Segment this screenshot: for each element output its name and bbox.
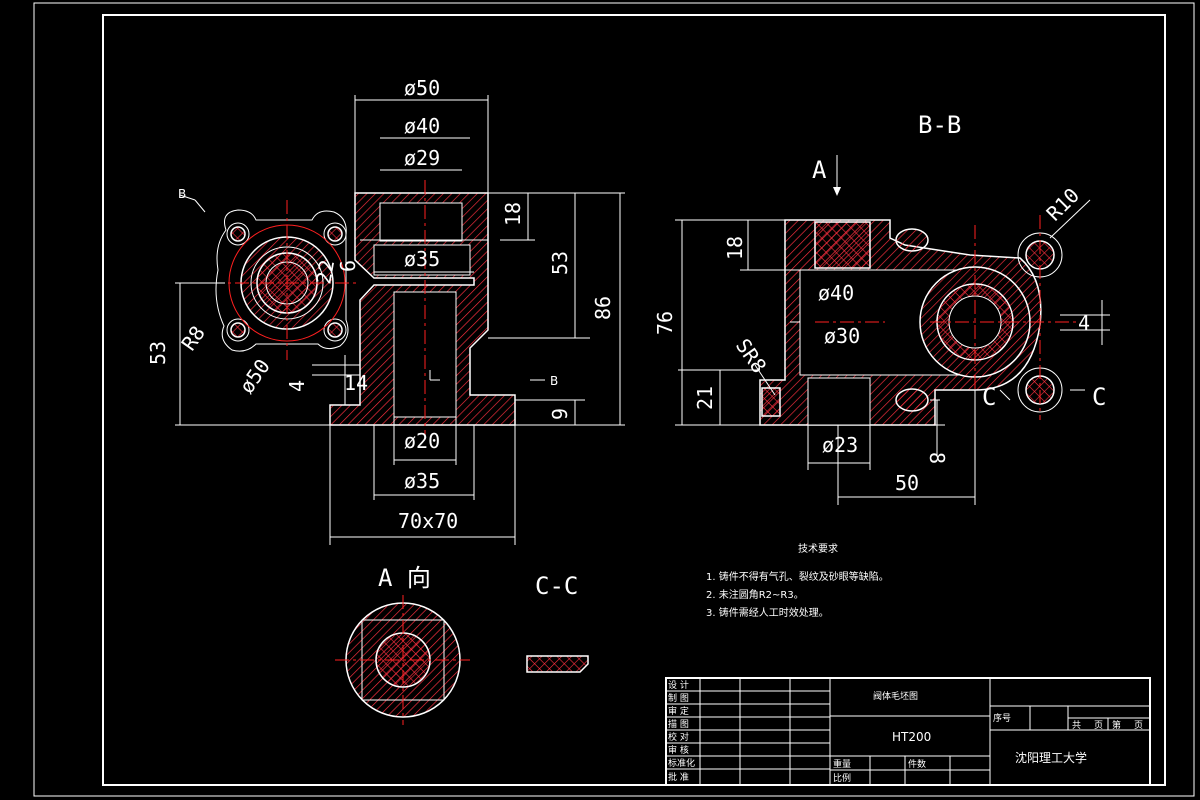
section-mark-c2: C xyxy=(1092,383,1106,411)
tb-part-name: 阀体毛坯图 xyxy=(873,690,918,702)
dim-sr8: SR8 xyxy=(731,334,771,377)
tb-school: 沈阳理工大学 xyxy=(1015,750,1087,765)
dim-18: 18 xyxy=(501,202,525,226)
dim-4: 4 xyxy=(285,380,309,392)
tb-row-3: 描 图 xyxy=(668,718,689,730)
section-mark-b2: B xyxy=(550,374,558,388)
arrow-a-label: A xyxy=(812,156,827,184)
tb-row-1: 制 图 xyxy=(668,692,689,704)
dim-9: 9 xyxy=(548,408,572,420)
dim-d40: ø40 xyxy=(404,114,440,138)
tb-sheet-no: 第 xyxy=(1112,719,1121,731)
tb-row-5: 审 核 xyxy=(668,744,689,756)
dim-50-right: 50 xyxy=(895,471,919,495)
left-view: ø50 ø40 ø29 ø35 18 53 86 6 22 53 R8 ø50 … xyxy=(146,76,625,545)
notes-line3: 3. 铸件需经人工时效处理。 xyxy=(706,606,829,619)
tb-seq: 序号 xyxy=(993,712,1011,724)
notes-line1: 1. 铸件不得有气孔、裂纹及砂眼等缺陷。 xyxy=(706,570,889,583)
tb-row-2: 审 定 xyxy=(668,705,689,717)
title-block: 设 计 制 图 审 定 描 图 校 对 审 核 标准化 批 准 阀体毛坯图 HT… xyxy=(665,677,1151,786)
dim-d35-top: ø35 xyxy=(404,247,440,271)
view-a: A 向 xyxy=(335,564,470,725)
tb-sheet-page: 页 xyxy=(1094,720,1103,731)
dim-d50: ø50 xyxy=(404,76,440,100)
dim-d29: ø29 xyxy=(404,146,440,170)
dim-r10: R10 xyxy=(1042,183,1085,226)
section-bb-label: B-B xyxy=(918,111,961,139)
dim-14: 14 xyxy=(344,371,368,395)
section-cc-label: C-C xyxy=(535,572,578,600)
dim-d23: ø23 xyxy=(822,433,858,457)
dim-70x70: 70x70 xyxy=(398,509,458,533)
tb-row-7: 批 准 xyxy=(668,771,689,783)
dim-8: 8 xyxy=(925,452,949,464)
dim-18-right: 18 xyxy=(723,236,747,260)
dim-22: 22 xyxy=(311,258,339,286)
inner-frame xyxy=(102,14,1166,786)
tb-row-4: 校 对 xyxy=(668,731,689,743)
dim-d30: ø30 xyxy=(824,324,860,348)
outer-frame xyxy=(33,2,1195,797)
view-a-label: A 向 xyxy=(378,564,431,592)
dim-d50-left: ø50 xyxy=(234,355,274,398)
dim-d40-right: ø40 xyxy=(818,281,854,305)
dim-76: 76 xyxy=(653,311,677,335)
dim-53: 53 xyxy=(548,251,572,275)
section-bb-view: B-B A xyxy=(653,111,1110,505)
tb-material: HT200 xyxy=(892,730,931,744)
tb-weight: 重量 xyxy=(833,758,851,770)
section-mark-b1: B xyxy=(178,187,186,201)
dim-d20: ø20 xyxy=(404,429,440,453)
notes-title: 技术要求 xyxy=(798,542,838,555)
notes-line2: 2. 未注圆角R2~R3。 xyxy=(706,588,804,601)
technical-notes: 技术要求 1. 铸件不得有气孔、裂纹及砂眼等缺陷。 2. 未注圆角R2~R3。 … xyxy=(706,542,889,619)
tb-sheet-total: 共 xyxy=(1072,720,1081,731)
tb-row-0: 设 计 xyxy=(668,679,689,691)
tb-quantity: 件数 xyxy=(908,758,926,770)
dim-21: 21 xyxy=(693,386,717,410)
dim-4-right: 4 xyxy=(1078,311,1090,335)
tb-sheet-page2: 页 xyxy=(1134,720,1143,731)
dim-d35-bottom: ø35 xyxy=(404,469,440,493)
tb-row-6: 标准化 xyxy=(668,757,695,769)
section-mark-c1: C xyxy=(982,383,996,411)
dim-86: 86 xyxy=(591,296,615,320)
tb-scale: 比例 xyxy=(833,772,851,784)
section-cc-view: C-C xyxy=(526,572,589,673)
dim-r8: R8 xyxy=(176,321,209,355)
dim-6: 6 xyxy=(336,260,360,272)
dim-53-left: 53 xyxy=(146,341,170,365)
